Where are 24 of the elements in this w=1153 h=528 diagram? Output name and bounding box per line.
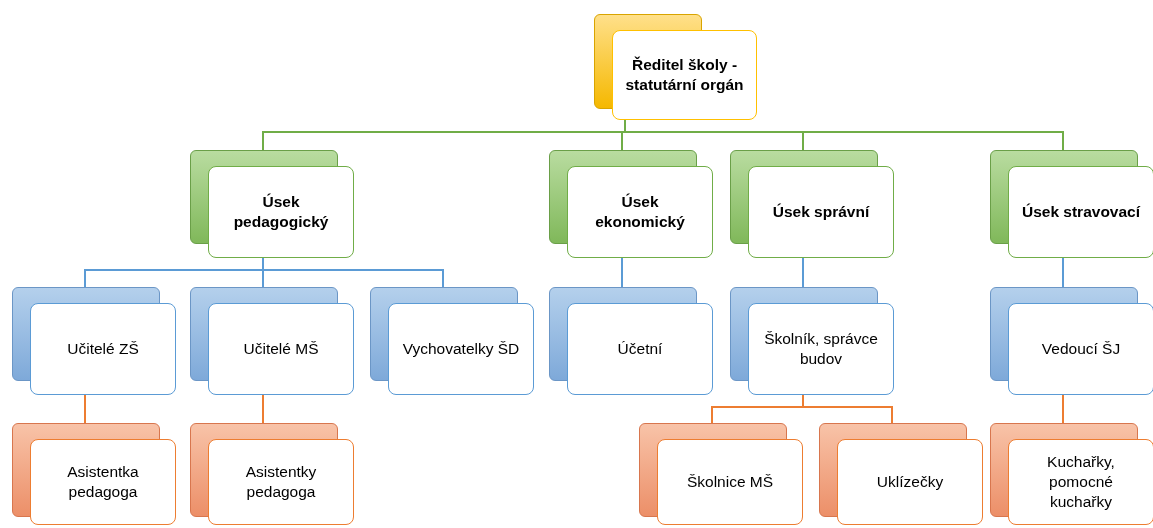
connector-line — [802, 257, 804, 288]
card-label: Úsek pedagogický — [232, 191, 330, 232]
card-label: Ředitel školy - statutární orgán — [624, 54, 745, 95]
card-label: Školnice MŠ — [686, 471, 774, 492]
connector-line — [621, 257, 623, 288]
card-label: Asistentky pedagoga — [244, 461, 318, 502]
connector-line — [802, 394, 893, 424]
connector-line — [1062, 394, 1064, 424]
card-label: Učitelé MŠ — [243, 338, 319, 359]
card-label: Asistentka pedagoga — [66, 461, 140, 502]
card-label: Školník, správce budov — [763, 328, 879, 369]
card-label: Úsek ekonomický — [594, 191, 686, 232]
card-label: Úsek správní — [772, 201, 870, 222]
connector-line — [1062, 257, 1064, 288]
connector-line — [262, 257, 444, 288]
connector-line — [262, 394, 264, 424]
connector-line — [84, 394, 86, 424]
card-label: Účetní — [617, 338, 663, 359]
card-label: Kuchařky, pomocné kuchařky — [1046, 451, 1116, 513]
card-label: Úsek stravovací — [1021, 201, 1141, 222]
card-label: Vychovatelky ŠD — [402, 338, 520, 359]
card-label: Učitelé ZŠ — [67, 338, 139, 359]
card-label: Vedoucí ŠJ — [1041, 338, 1121, 359]
card-label: Uklízečky — [876, 471, 944, 492]
